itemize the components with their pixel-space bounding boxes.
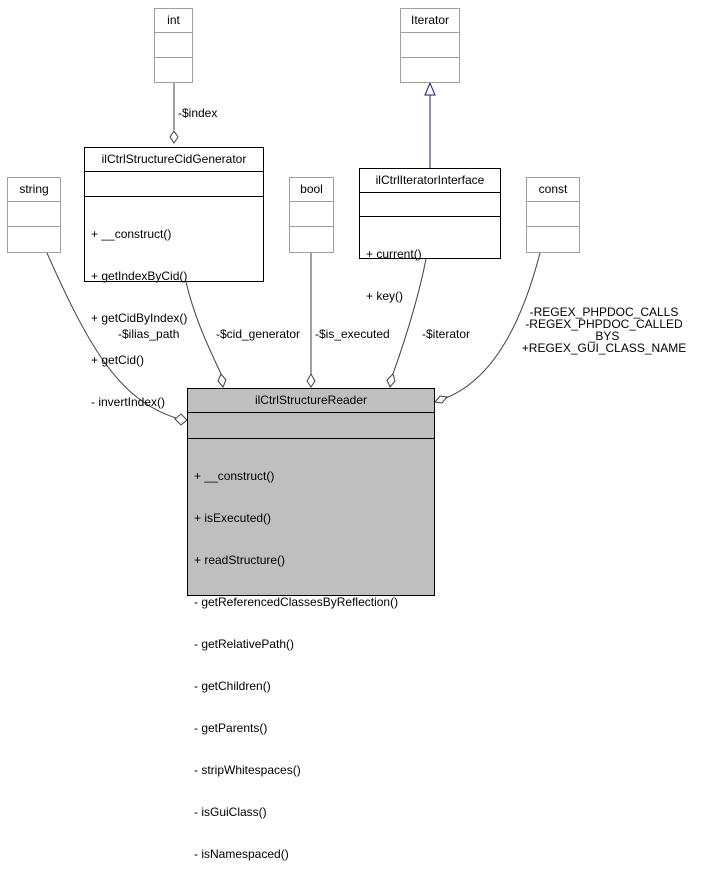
aggregation-diamond-regex [434, 395, 448, 404]
class-const-name: const [527, 178, 579, 202]
class-int-name: int [155, 9, 192, 33]
aggregation-diamond-is-executed [306, 372, 316, 388]
class-iterator-interface-attributes [360, 193, 500, 217]
method: + key() [366, 289, 404, 303]
method: - getParents() [194, 721, 268, 735]
method: + isExecuted() [194, 511, 272, 525]
method: + __construct() [194, 469, 275, 483]
method: - getRelativePath() [194, 637, 295, 651]
method: + getIndexByCid() [91, 269, 188, 283]
class-iterator-interface-name: ilCtrlIteratorInterface [360, 169, 500, 193]
class-iterator-attributes [401, 33, 459, 58]
aggregation-diamond-iterator [386, 373, 396, 388]
edge-label-index: -$index [178, 106, 218, 120]
class-structure-reader-attributes [188, 413, 434, 439]
inheritance-arrow [424, 81, 436, 96]
method: + current() [366, 247, 422, 261]
edge-label-regex: -REGEX_PHPDOC_CALLS -REGEX_PHPDOC_CALLED… [521, 305, 687, 355]
class-string-methods [8, 227, 60, 252]
class-iterator-methods [401, 58, 459, 82]
edge-label-iterator: -$iterator [422, 327, 471, 341]
class-cid-generator-methods: + __construct() + getIndexByCid() + getC… [85, 197, 263, 437]
class-const-attributes [527, 202, 579, 227]
edge-label-ilias-path: -$ilias_path [118, 327, 180, 341]
diagram-edges [46, 81, 541, 426]
class-structure-reader-name: ilCtrlStructureReader [188, 389, 434, 413]
method: - stripWhitespaces() [194, 763, 301, 777]
class-cid-generator-name: ilCtrlStructureCidGenerator [85, 148, 263, 172]
edge-label-cid-generator: -$cid_generator [216, 327, 301, 341]
aggregation-diamond-index [169, 130, 179, 144]
class-int: int [154, 8, 193, 83]
method: + readStructure() [194, 553, 286, 567]
class-string-attributes [8, 202, 60, 227]
class-iterator-interface-methods: + current() + key() [360, 217, 500, 331]
class-string-name: string [8, 178, 60, 202]
method: - getChildren() [194, 679, 271, 693]
method: + __construct() [91, 227, 172, 241]
class-const-methods [527, 227, 579, 252]
class-cid-generator-attributes [85, 172, 263, 197]
edge-regex [445, 252, 541, 399]
edge-cid-generator [185, 281, 222, 375]
class-bool-methods [290, 227, 333, 252]
edge-label-is-executed: -$is_executed [315, 327, 390, 341]
method: + getCid() [91, 353, 145, 367]
class-const: const [526, 177, 580, 253]
class-int-methods [155, 58, 192, 82]
class-int-attributes [155, 33, 192, 58]
class-bool-name: bool [290, 178, 333, 202]
method: - invertIndex() [91, 395, 166, 409]
class-cid-generator: ilCtrlStructureCidGenerator + __construc… [84, 147, 264, 409]
aggregation-diamond-ilias-path [174, 413, 188, 426]
class-structure-reader: ilCtrlStructureReader + __construct() + … [187, 388, 435, 861]
method: - isGuiClass() [194, 805, 267, 819]
class-bool: bool [289, 177, 334, 253]
class-iterator-interface: ilCtrlIteratorInterface + current() + ke… [359, 168, 501, 303]
method: - getReferencedClassesByReflection() [194, 595, 399, 609]
edge-ilias-path [46, 252, 177, 419]
method: + getCidByIndex() [91, 311, 188, 325]
edge-iterator [392, 258, 427, 375]
class-string: string [7, 177, 61, 253]
class-structure-reader-methods: + __construct() + isExecuted() + readStr… [188, 439, 434, 889]
class-bool-attributes [290, 202, 333, 227]
class-iterator-name: Iterator [401, 9, 459, 33]
class-iterator: Iterator [400, 8, 460, 83]
method: - isNamespaced() [194, 847, 289, 861]
aggregation-diamond-cid-generator [217, 373, 227, 388]
